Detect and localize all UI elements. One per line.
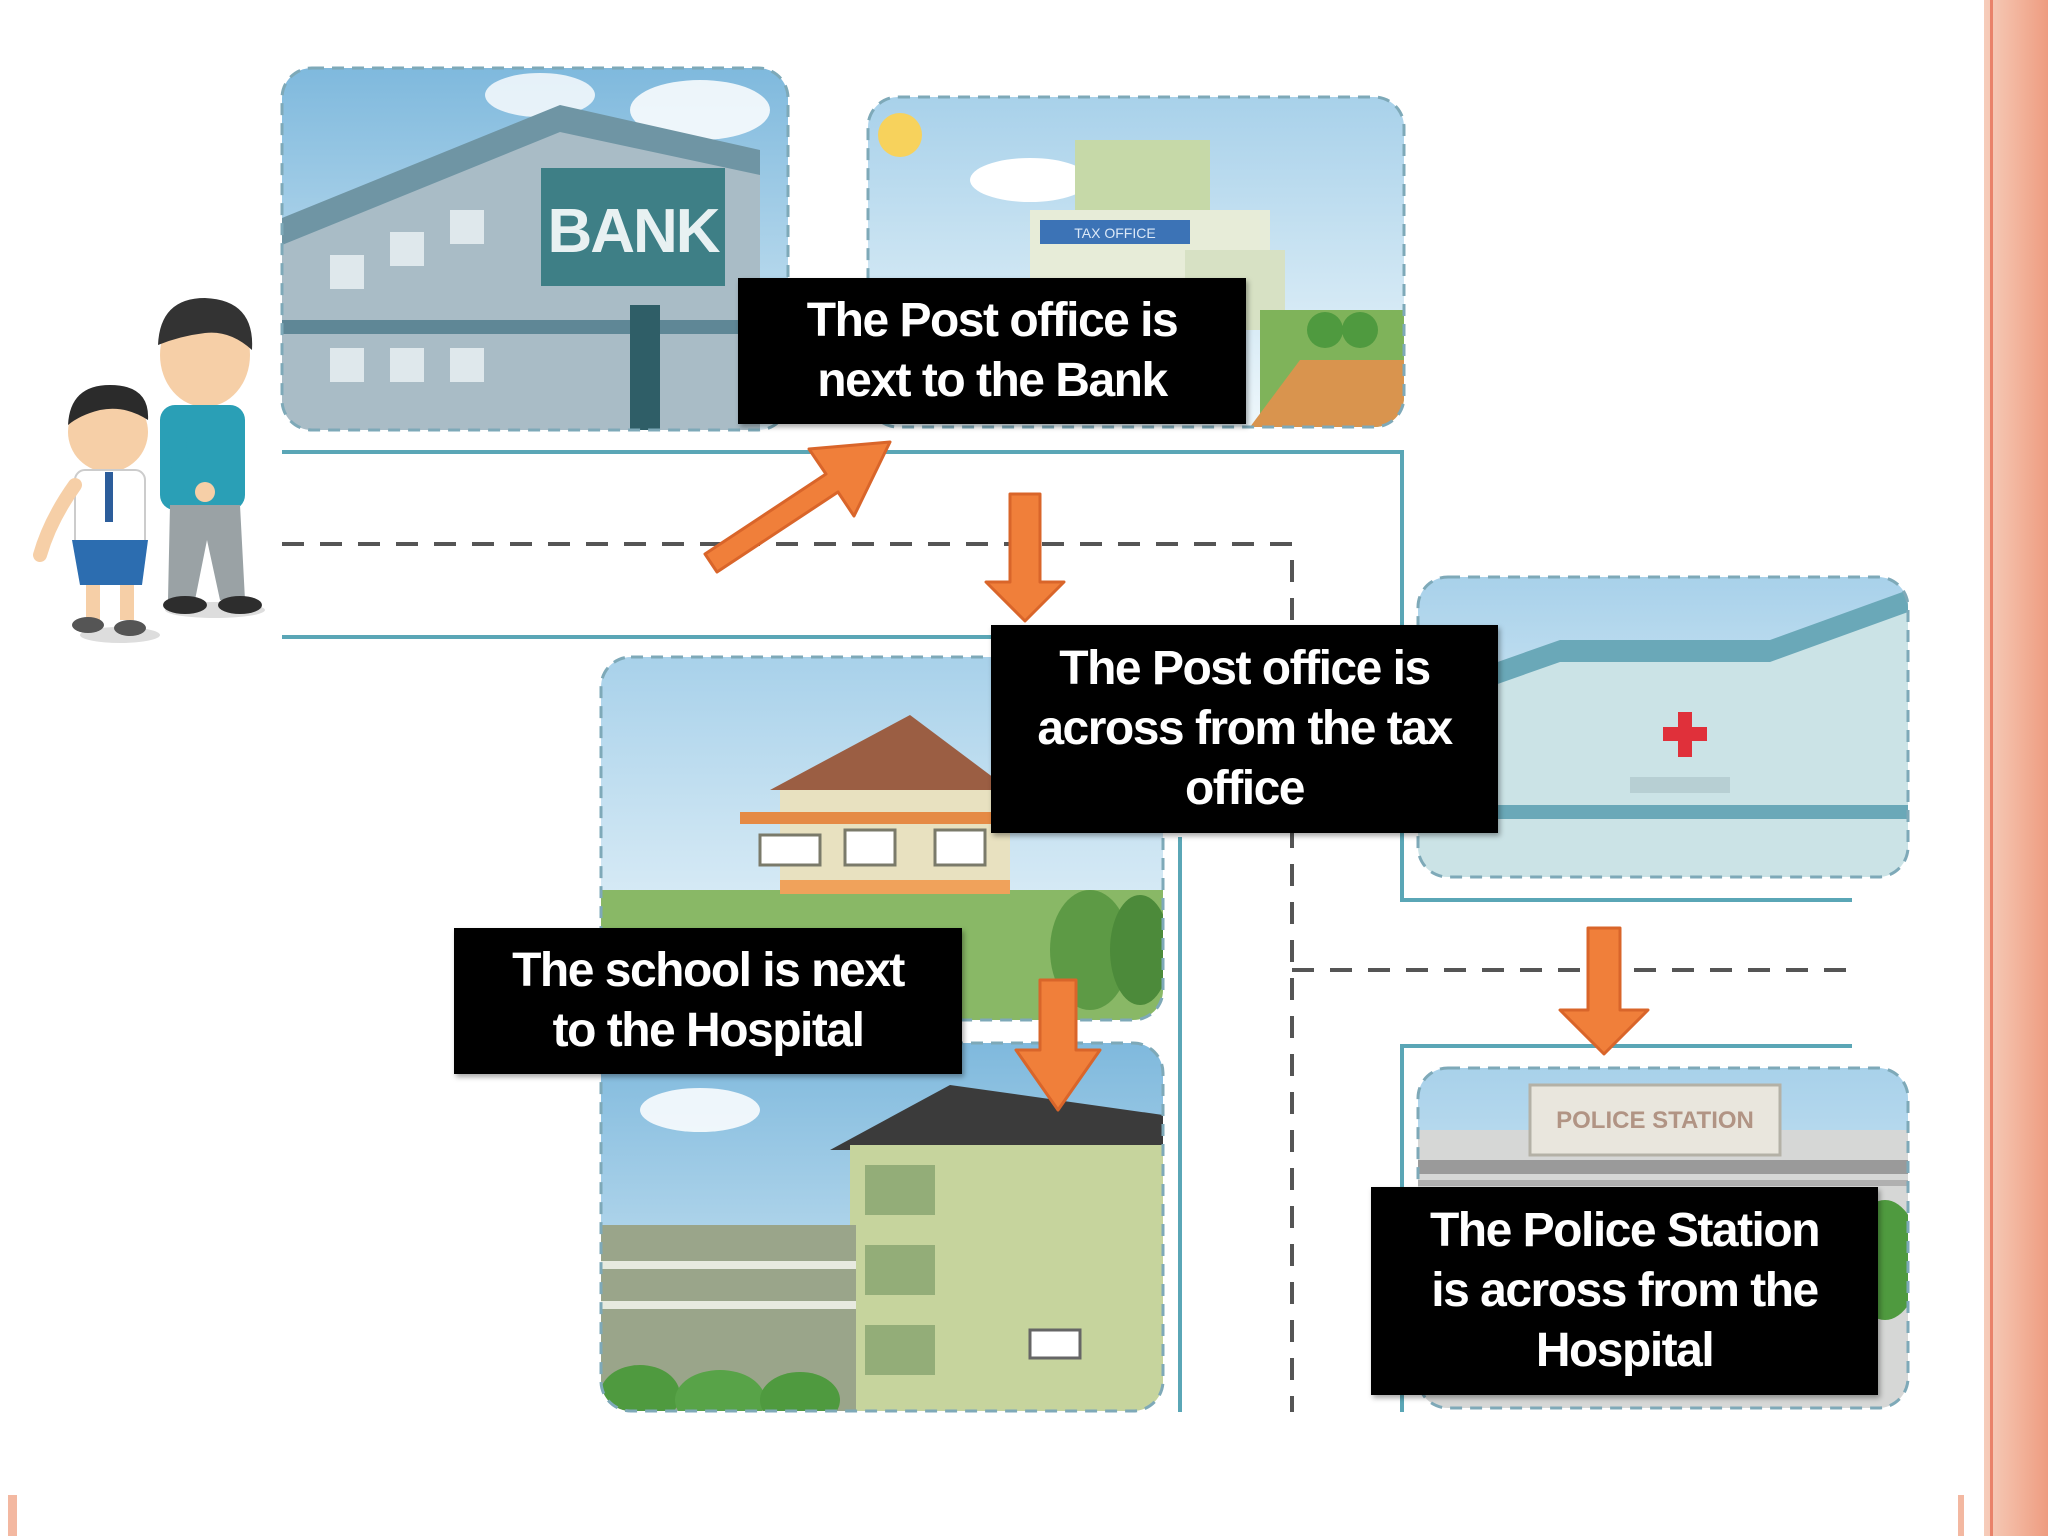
hospital-tile	[1416, 575, 1910, 879]
arrow-to-post-office-bank	[703, 440, 892, 574]
arrows	[703, 440, 1650, 1112]
people-walking	[33, 298, 265, 643]
man-guardian	[158, 298, 265, 618]
bank-tile: BANK	[280, 66, 790, 432]
slide-accent-band	[1984, 0, 2048, 1536]
arrow-down-to-school	[1014, 978, 1102, 1112]
school-tile	[599, 1041, 1165, 1413]
tax-office-sign-text: TAX OFFICE	[1074, 225, 1155, 241]
label-school-next-to-hospital: The school is next to the Hospital	[454, 928, 962, 1074]
slide-corner-mark-left	[8, 1495, 17, 1536]
slide-corner-mark-right	[1958, 1495, 1964, 1536]
label-post-office-next-to-bank: The Post office is next to the Bank	[738, 278, 1246, 424]
bank-sign-text: BANK	[547, 197, 720, 266]
arrow-down-to-police	[1558, 926, 1650, 1056]
boy-student	[33, 385, 160, 643]
label-post-office-across-tax-office: The Post office is across from the tax o…	[991, 625, 1498, 833]
arrow-down-to-tax-label	[984, 492, 1066, 623]
police-station-sign-text: POLICE STATION	[1556, 1107, 1754, 1134]
label-police-across-hospital: The Police Station is across from the Ho…	[1371, 1187, 1878, 1395]
